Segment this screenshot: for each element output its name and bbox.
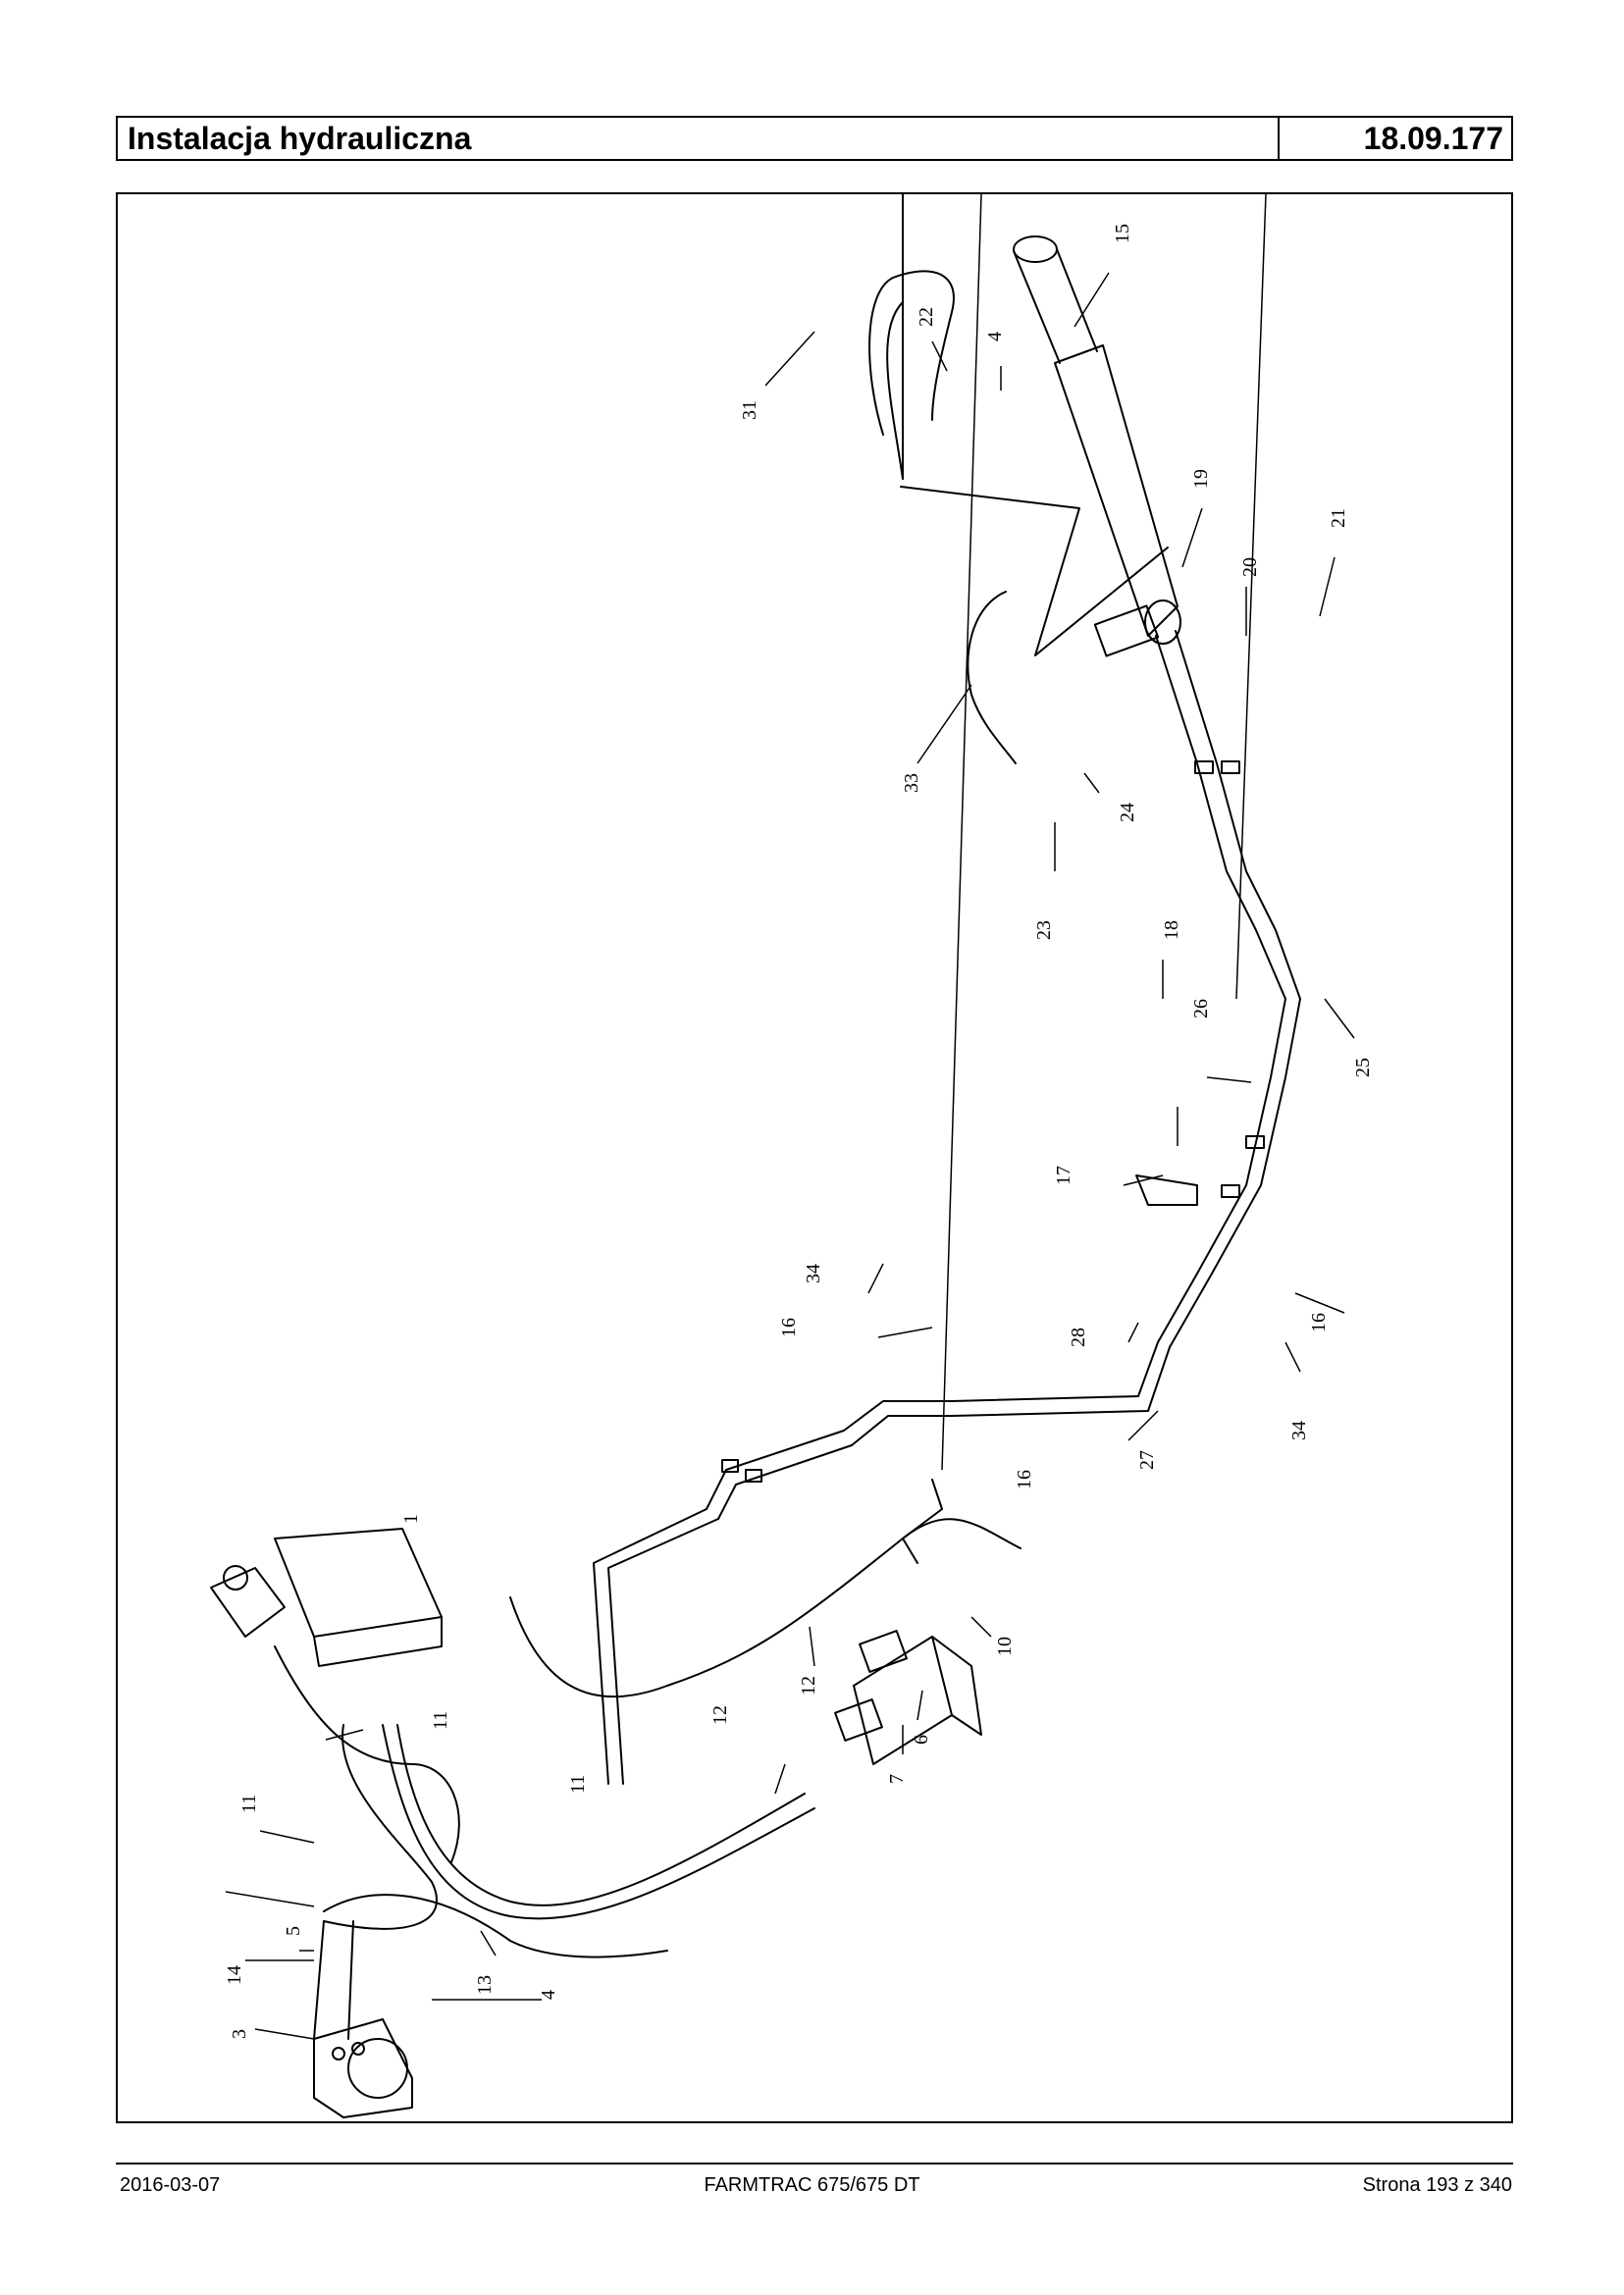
steering-unit-3 <box>313 1920 413 2118</box>
footer-divider <box>116 2163 1513 2165</box>
bracket-16 <box>902 1479 943 1564</box>
bracket-17-18 <box>1135 1174 1198 1206</box>
hose-11 <box>323 1724 438 1930</box>
hose-13 <box>323 1894 668 1958</box>
hose-33 <box>967 591 1017 764</box>
page-header: Instalacja hydrauliczna 18.09.177 <box>116 116 1513 161</box>
hose-31 <box>868 270 955 436</box>
hose-12-upper <box>509 1518 1022 1698</box>
section-code: 18.09.177 <box>1363 121 1503 156</box>
page-title: Instalacja hydrauliczna <box>118 118 1280 159</box>
pipe-27-28 <box>593 1341 1171 1785</box>
hydraulic-diagram <box>210 194 1301 2118</box>
valve-6 <box>834 1630 982 1765</box>
footer-date: 2016-03-07 <box>120 2174 221 2196</box>
tank-1 <box>210 1528 443 1667</box>
footer-model: FARMTRAC 675/675 DT <box>704 2174 920 2196</box>
footer-page: Strona 193 z 340 <box>1362 2174 1512 2196</box>
pipe-25-26 <box>1155 630 1301 1348</box>
cylinder-15 <box>1013 235 1181 657</box>
diagram-frame: 15 22 4 31 19 20 21 33 23 24 26 18 25 17… <box>116 192 1513 2123</box>
hose-12-lower <box>396 1724 806 1906</box>
